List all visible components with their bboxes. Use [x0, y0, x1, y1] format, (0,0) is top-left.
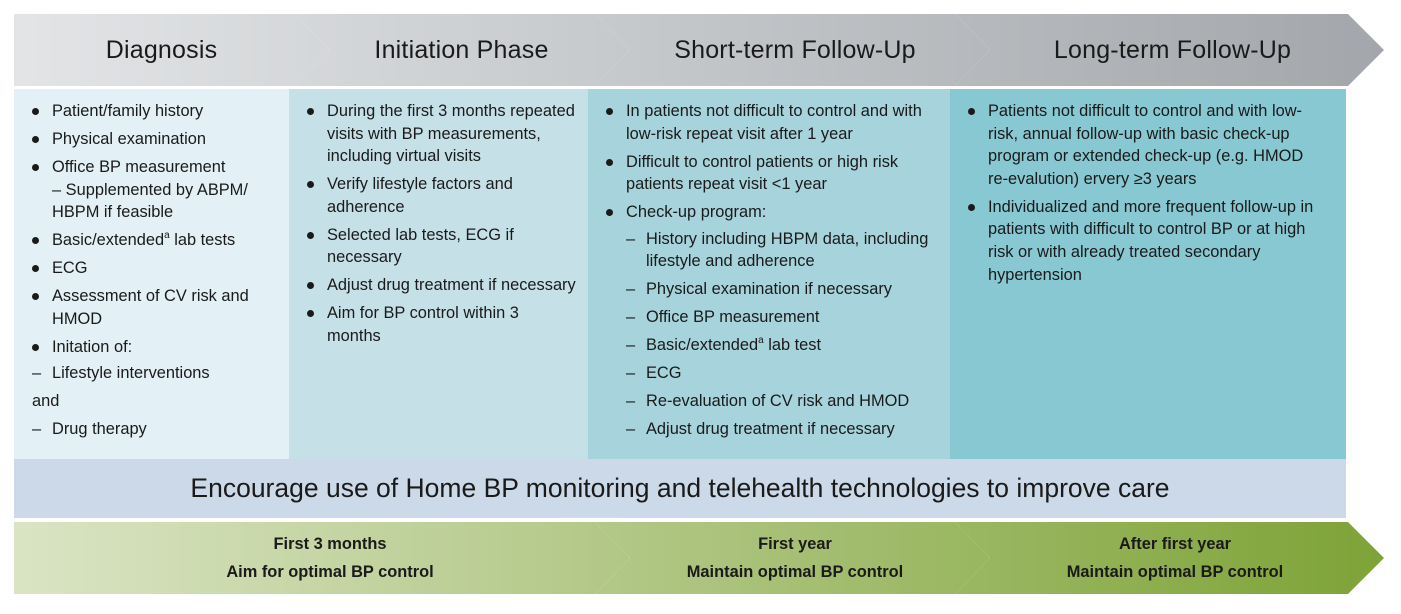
phase-title-diagnosis: Diagnosis — [105, 35, 218, 64]
list-item: Individualized and more frequent follow-… — [968, 196, 1324, 286]
footnote-marker: a — [164, 229, 170, 241]
phase-title-initiation: Initiation Phase — [374, 35, 549, 64]
timeline-period: First 3 months — [273, 535, 387, 553]
phase-arrow-long-term — [955, 14, 1384, 86]
list-item: During the first 3 months repeated visit… — [307, 100, 576, 168]
phase-arrow-initiation — [295, 14, 630, 86]
sub-list-item: History including HBPM data, including l… — [626, 228, 936, 273]
timeline-label-first-year: First year Maintain optimal BP control — [630, 522, 960, 594]
list-item: Difficult to control patients or high ri… — [606, 151, 936, 196]
phase-title-short-term: Short-term Follow-Up — [674, 35, 916, 64]
list-item: Office BP measurement – Supplemented by … — [32, 156, 277, 224]
list-item: In patients not difficult to control and… — [606, 100, 936, 145]
sub-list-item: ECG — [626, 362, 936, 385]
phase-title-long-term: Long-term Follow-Up — [1053, 35, 1292, 64]
list-item: Patients not difficult to control and wi… — [968, 100, 1324, 190]
list-item: Verify lifestyle factors and adherence — [307, 173, 576, 218]
sub-list-item: Adjust drug treatment if necessary — [626, 418, 936, 441]
column-short-term: In patients not difficult to control and… — [588, 89, 950, 459]
footnote-marker: a — [758, 334, 764, 346]
sub-list-item: Re-evaluation of CV risk and HMOD — [626, 390, 936, 413]
list-item-text: Check-up program: — [626, 203, 767, 222]
column-initiation: During the first 3 months repeated visit… — [289, 89, 588, 459]
sub-list-item: Drug therapy — [32, 418, 277, 441]
list-item-text: Basic/extended — [646, 336, 759, 355]
sub-list-item: Lifestyle interventions — [32, 362, 277, 385]
sub-list-item: Office BP measurement — [626, 306, 936, 329]
timeline-label-first-3-months: First 3 months Aim for optimal BP contro… — [30, 522, 630, 594]
list-item: Physical examination — [32, 128, 277, 151]
list-item: Assessment of CV risk and HMOD — [32, 285, 277, 330]
list-item-note: – Supplemented by ABPM/ HBPM if feasible — [52, 180, 248, 222]
list-item-text: Office BP measurement — [52, 157, 226, 176]
list-item: Aim for BP control within 3 months — [307, 302, 576, 347]
phase-arrow-diagnosis — [14, 14, 330, 86]
list-item-text: lab test — [768, 336, 822, 355]
list-item: Initation of: Lifestyle interventions an… — [32, 336, 277, 441]
connector-text: and — [32, 392, 60, 411]
timeline-period: After first year — [1118, 535, 1232, 553]
list-item: Check-up program: History including HBPM… — [606, 201, 936, 441]
timeline-arrow-first-year — [595, 522, 990, 594]
list-item-text: Basic/extended — [52, 231, 165, 250]
list-item-text: Initation of: — [52, 337, 133, 356]
list-item: Patient/family history — [32, 100, 277, 123]
sub-list-item: Basic/extendeda lab test — [626, 334, 936, 357]
timeline-goal: Aim for optimal BP control — [226, 563, 434, 581]
column-diagnosis: Patient/family history Physical examinat… — [14, 89, 289, 459]
column-long-term: Patients not difficult to control and wi… — [950, 89, 1346, 459]
phase-arrow-short-term — [595, 14, 990, 86]
telehealth-banner: Encourage use of Home BP monitoring and … — [14, 459, 1346, 518]
timeline-arrow-after-first-year — [955, 522, 1384, 594]
timeline-label-after-first-year: After first year Maintain optimal BP con… — [985, 522, 1365, 594]
list-item: Adjust drug treatment if necessary — [307, 274, 576, 297]
list-item: Selected lab tests, ECG if necessary — [307, 224, 576, 269]
timeline-arrow-first-3-months — [14, 522, 630, 594]
timeline-goal: Maintain optimal BP control — [1066, 563, 1284, 581]
timeline-period: First year — [758, 535, 832, 553]
sub-list-item: Physical examination if necessary — [626, 278, 936, 301]
list-item: Basic/extendeda lab tests — [32, 229, 277, 252]
timeline-goal: Maintain optimal BP control — [686, 563, 904, 581]
list-item-text: lab tests — [174, 231, 236, 250]
list-item: ECG — [32, 257, 277, 280]
